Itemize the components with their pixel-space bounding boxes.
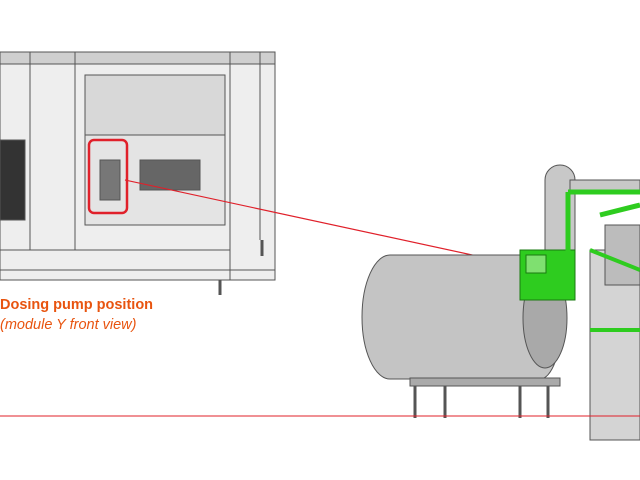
pump-highlight-box xyxy=(87,138,129,215)
pointer-arrow xyxy=(124,179,515,265)
dosing-pump-green xyxy=(519,189,640,332)
caption-subtitle: (module Y front view) xyxy=(0,317,137,333)
module-y-frame-drawing xyxy=(0,51,276,295)
caption-title: Dosing pump position xyxy=(0,297,154,313)
pump-skid-drawing xyxy=(361,164,640,441)
